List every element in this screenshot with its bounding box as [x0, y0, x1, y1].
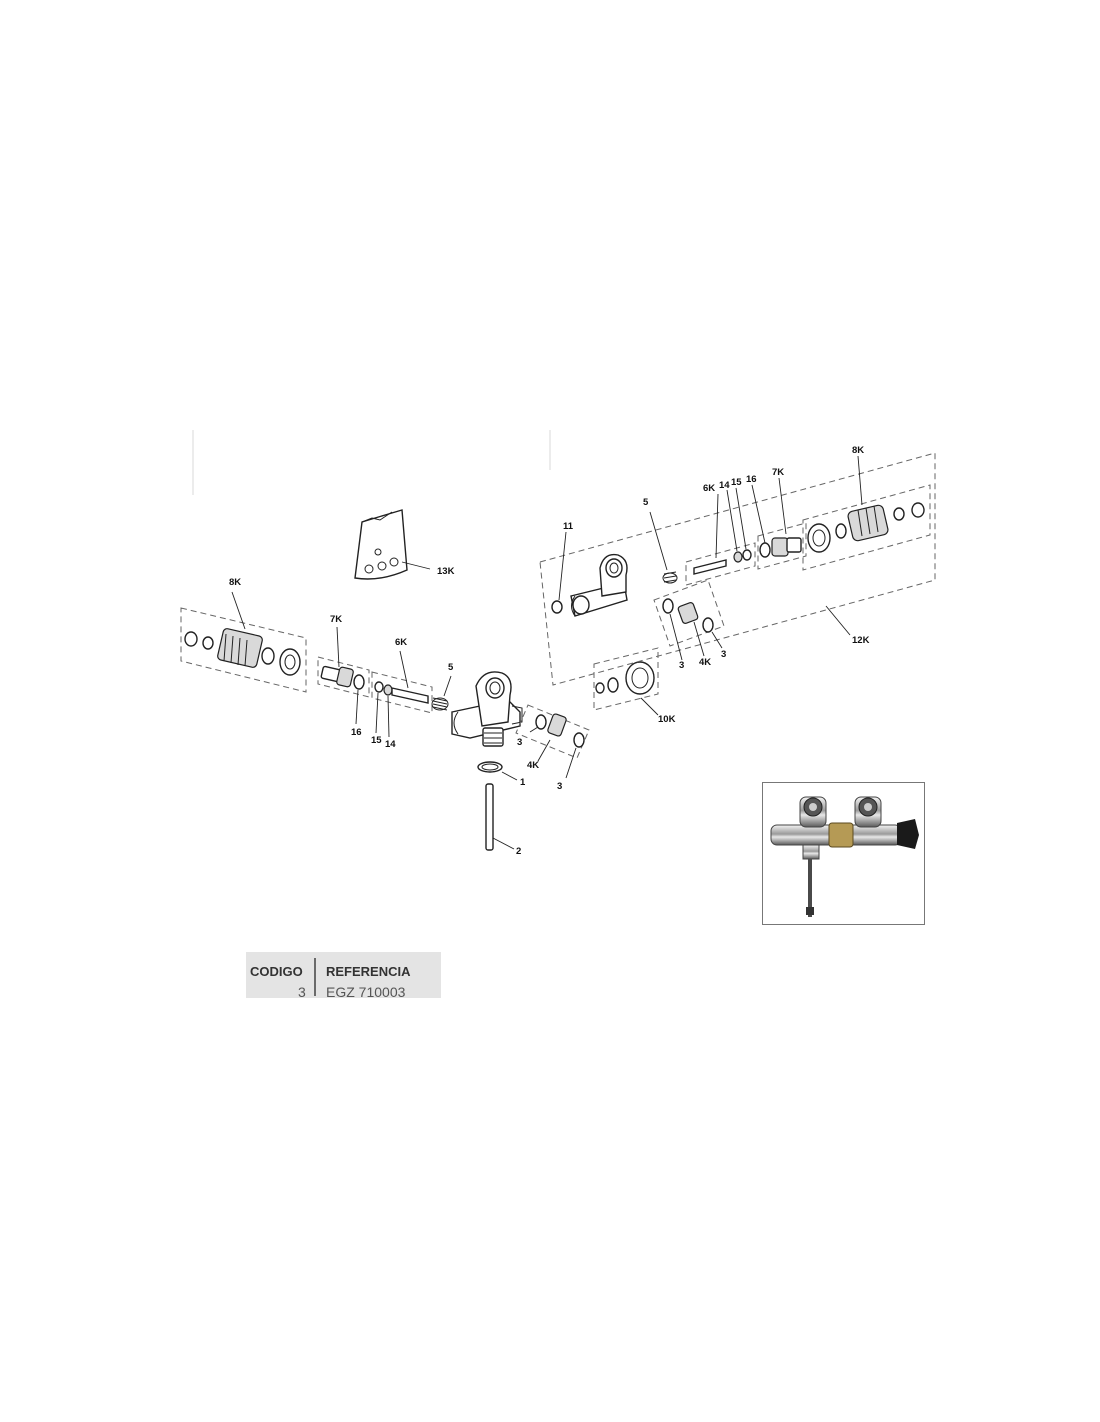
label-3-d: 3	[721, 649, 726, 660]
product-photo	[762, 782, 925, 925]
box-8k-right	[802, 484, 931, 571]
label-6k-right: 6K	[703, 483, 715, 494]
label-4k-right: 4K	[699, 657, 711, 668]
label-14-right: 14	[719, 480, 730, 491]
box-10k	[593, 647, 659, 711]
label-16-right: 16	[746, 474, 757, 485]
label-8k-left: 8K	[229, 577, 241, 588]
part-13k-bag	[354, 509, 431, 580]
label-10k: 10K	[658, 714, 676, 725]
label-11: 11	[563, 521, 574, 532]
part-5-left	[431, 675, 452, 711]
header-codigo: CODIGO	[250, 964, 303, 979]
label-12k: 12K	[852, 635, 870, 646]
main-valve-body	[451, 671, 523, 747]
label-3-c: 3	[679, 660, 684, 671]
label-5-right: 5	[643, 497, 649, 508]
label-2: 2	[516, 846, 521, 857]
group-7k-left	[317, 626, 370, 725]
label-3-a: 3	[517, 737, 522, 748]
box-4k-left	[515, 704, 590, 759]
box-7k-left	[317, 656, 370, 698]
label-16-left: 16	[351, 727, 362, 738]
part-2-dip-tube	[485, 783, 515, 851]
valve-photo-illustration	[770, 796, 919, 917]
label-6k-left: 6K	[395, 637, 407, 648]
label-13k: 13K	[437, 566, 455, 577]
cell-referencia: EGZ 710003	[326, 984, 406, 998]
box-6k-right	[685, 542, 756, 586]
column-divider	[314, 958, 316, 996]
box-4k-right	[653, 579, 725, 647]
label-14-left: 14	[385, 739, 396, 750]
part-1-oring	[477, 761, 518, 781]
group-10k	[593, 647, 659, 716]
group-8k-left	[180, 591, 307, 693]
box-8k-left	[180, 607, 307, 693]
label-3-b: 3	[557, 781, 562, 792]
box-6k-left	[371, 671, 433, 714]
label-8k-right: 8K	[852, 445, 864, 456]
label-7k-right: 7K	[772, 467, 784, 478]
group-12k	[539, 452, 936, 686]
group-4k-left	[515, 704, 590, 779]
box-12k	[539, 452, 936, 686]
header-referencia: REFERENCIA	[326, 964, 411, 979]
label-5-left: 5	[448, 662, 454, 673]
label-4k-left: 4K	[527, 760, 539, 771]
label-1: 1	[520, 777, 526, 788]
cell-codigo: 3	[298, 984, 306, 998]
group-6k-left	[371, 650, 433, 738]
label-15-right: 15	[731, 477, 742, 488]
label-7k-left: 7K	[330, 614, 342, 625]
box-7k-right	[757, 522, 807, 570]
label-15-left: 15	[371, 735, 382, 746]
reference-table: CODIGO REFERENCIA 3 EGZ 710003	[246, 952, 441, 998]
